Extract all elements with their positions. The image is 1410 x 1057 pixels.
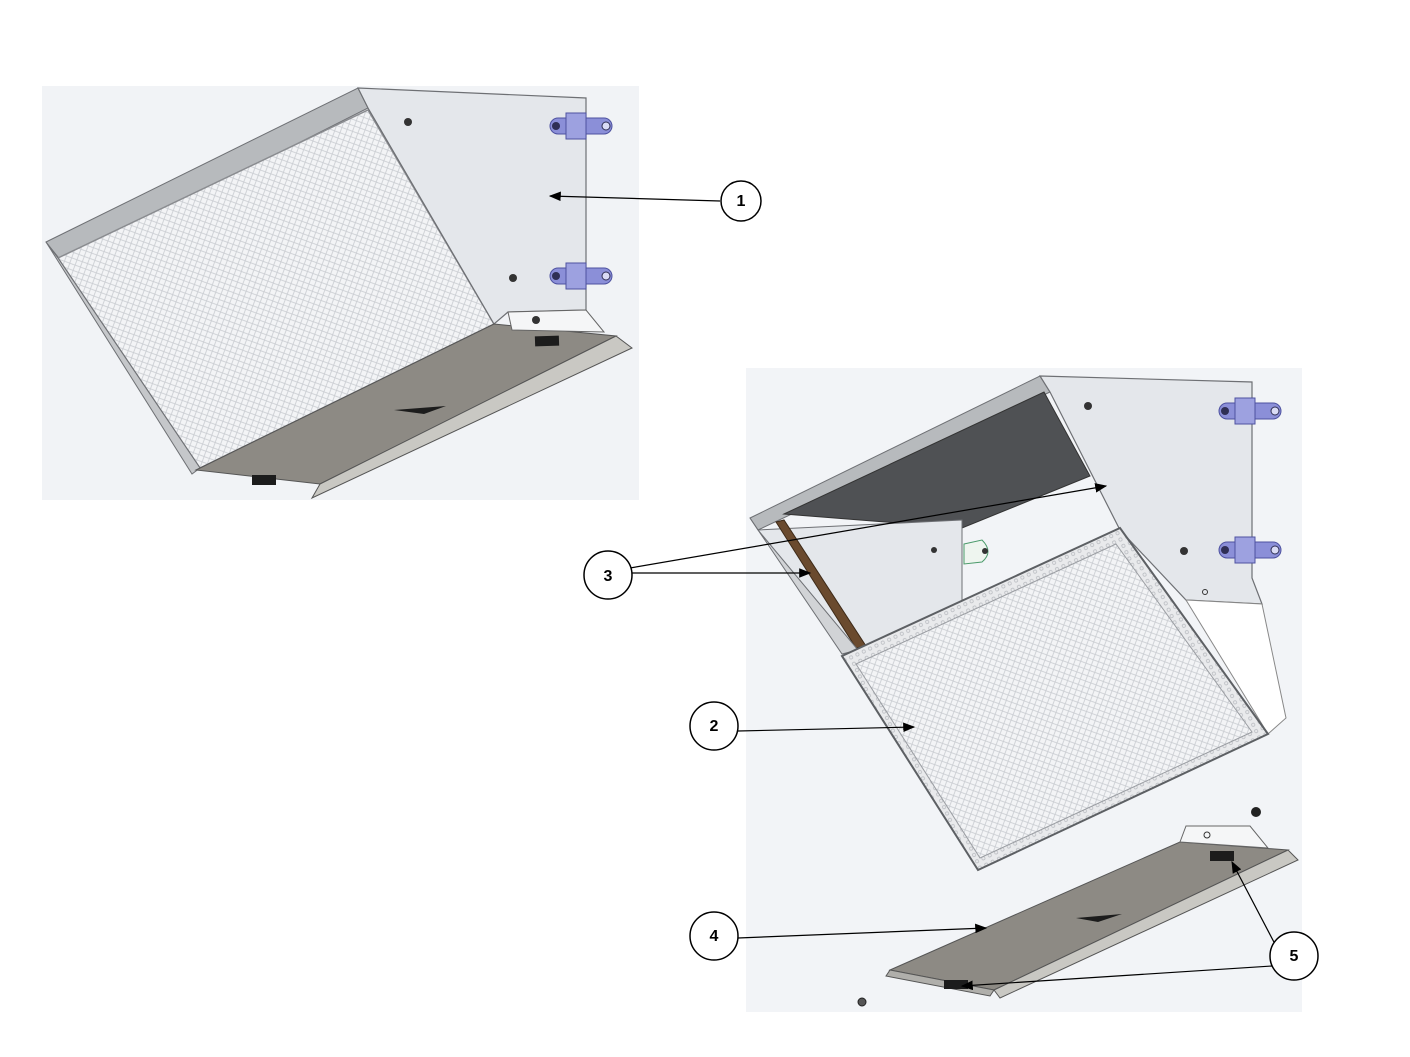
drain-slot: [1076, 914, 1122, 922]
leader-line: [737, 722, 916, 733]
tray-tab: [507, 309, 606, 333]
callout-4: 4: [689, 911, 988, 961]
loose-screw: [1251, 807, 1261, 817]
screw-hole: [1202, 589, 1208, 595]
tray-tab: [1179, 825, 1270, 849]
loose-screw: [857, 997, 867, 1007]
exploded-unit: [746, 368, 1302, 1012]
callout-circle: [689, 701, 739, 751]
callout-label: 5: [1290, 948, 1299, 965]
drain-slot: [534, 335, 560, 347]
screw-hole: [1180, 547, 1188, 555]
drain-slot: [394, 406, 446, 414]
callout-circle: [583, 550, 633, 600]
leader-line: [1231, 860, 1277, 947]
leader-line: [737, 923, 988, 939]
screw-hole: [404, 118, 412, 126]
mounting-bracket: [549, 262, 613, 290]
drain-slot: [1210, 851, 1234, 861]
callout-1: 1: [548, 180, 762, 222]
screw-hole: [509, 274, 517, 282]
screw-hole: [532, 316, 540, 324]
screw-hole: [1084, 402, 1092, 410]
callout-circle: [720, 180, 762, 222]
callout-5: 5: [960, 860, 1319, 991]
mounting-bracket: [549, 112, 613, 140]
callout-label: 2: [710, 718, 719, 735]
callout-label: 3: [604, 568, 613, 585]
leader-line: [960, 965, 1273, 991]
screw-hole: [931, 547, 937, 553]
drip-tray-lip: [993, 849, 1299, 999]
drain-slot: [944, 980, 968, 989]
leader-line: [548, 191, 721, 202]
callout-circle: [1269, 931, 1319, 981]
screw-hole: [1203, 831, 1211, 839]
filter-panel-inner: [855, 543, 1253, 859]
callout-circle: [689, 911, 739, 961]
drain-slot: [252, 475, 276, 485]
assembled-unit: [42, 86, 639, 500]
drip-tray-lip: [310, 335, 633, 500]
leader-line: [629, 483, 1108, 569]
callout-label: 4: [710, 928, 719, 945]
small-clip: [963, 539, 989, 565]
callout-3: 3: [583, 483, 1108, 600]
callout-2: 2: [689, 701, 916, 751]
mounting-bracket: [1218, 397, 1282, 425]
callout-label: 1: [737, 193, 746, 210]
mounting-bracket: [1218, 536, 1282, 564]
side-flap: [1185, 599, 1287, 735]
